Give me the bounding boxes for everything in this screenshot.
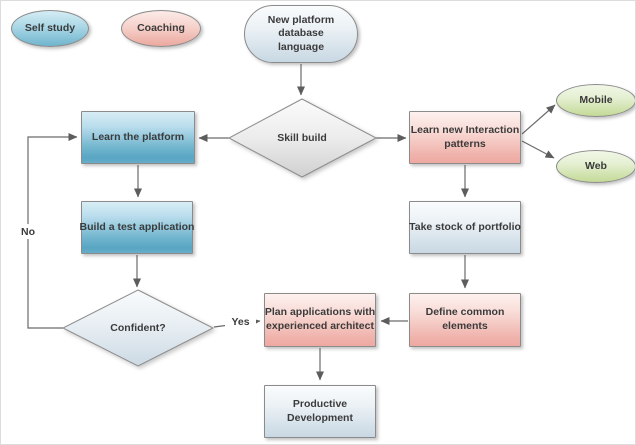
node-self-study[interactable]: Self study: [11, 10, 89, 47]
edge-label-yes: Yes: [225, 314, 256, 329]
node-build-test[interactable]: Build a test application: [80, 201, 194, 254]
node-plan-apps[interactable]: Plan applications with experienced archi…: [264, 293, 376, 347]
edge-learninteraction-to-web: [521, 140, 555, 159]
node-new-platform[interactable]: New platform database language: [244, 5, 358, 63]
node-confident-shape[interactable]: [61, 289, 215, 367]
node-skill-build-shape[interactable]: [227, 98, 378, 178]
node-productive[interactable]: Productive Development: [264, 385, 376, 438]
node-coaching[interactable]: Coaching: [121, 10, 201, 47]
edge-learninteraction-to-mobile: [521, 104, 556, 135]
node-take-stock[interactable]: Take stock of portfolio: [409, 201, 521, 254]
node-mobile[interactable]: Mobile: [556, 84, 635, 117]
edge-label-no: No: [14, 224, 42, 239]
node-define-common[interactable]: Define common elements: [409, 293, 521, 347]
node-confident-label: Confident?: [110, 322, 166, 334]
node-learn-platform[interactable]: Learn the platform: [81, 111, 195, 164]
node-skill-build-label: Skill build: [277, 132, 327, 144]
node-web[interactable]: Web: [556, 150, 635, 183]
node-learn-interaction[interactable]: Learn new Interaction patterns: [409, 111, 521, 164]
